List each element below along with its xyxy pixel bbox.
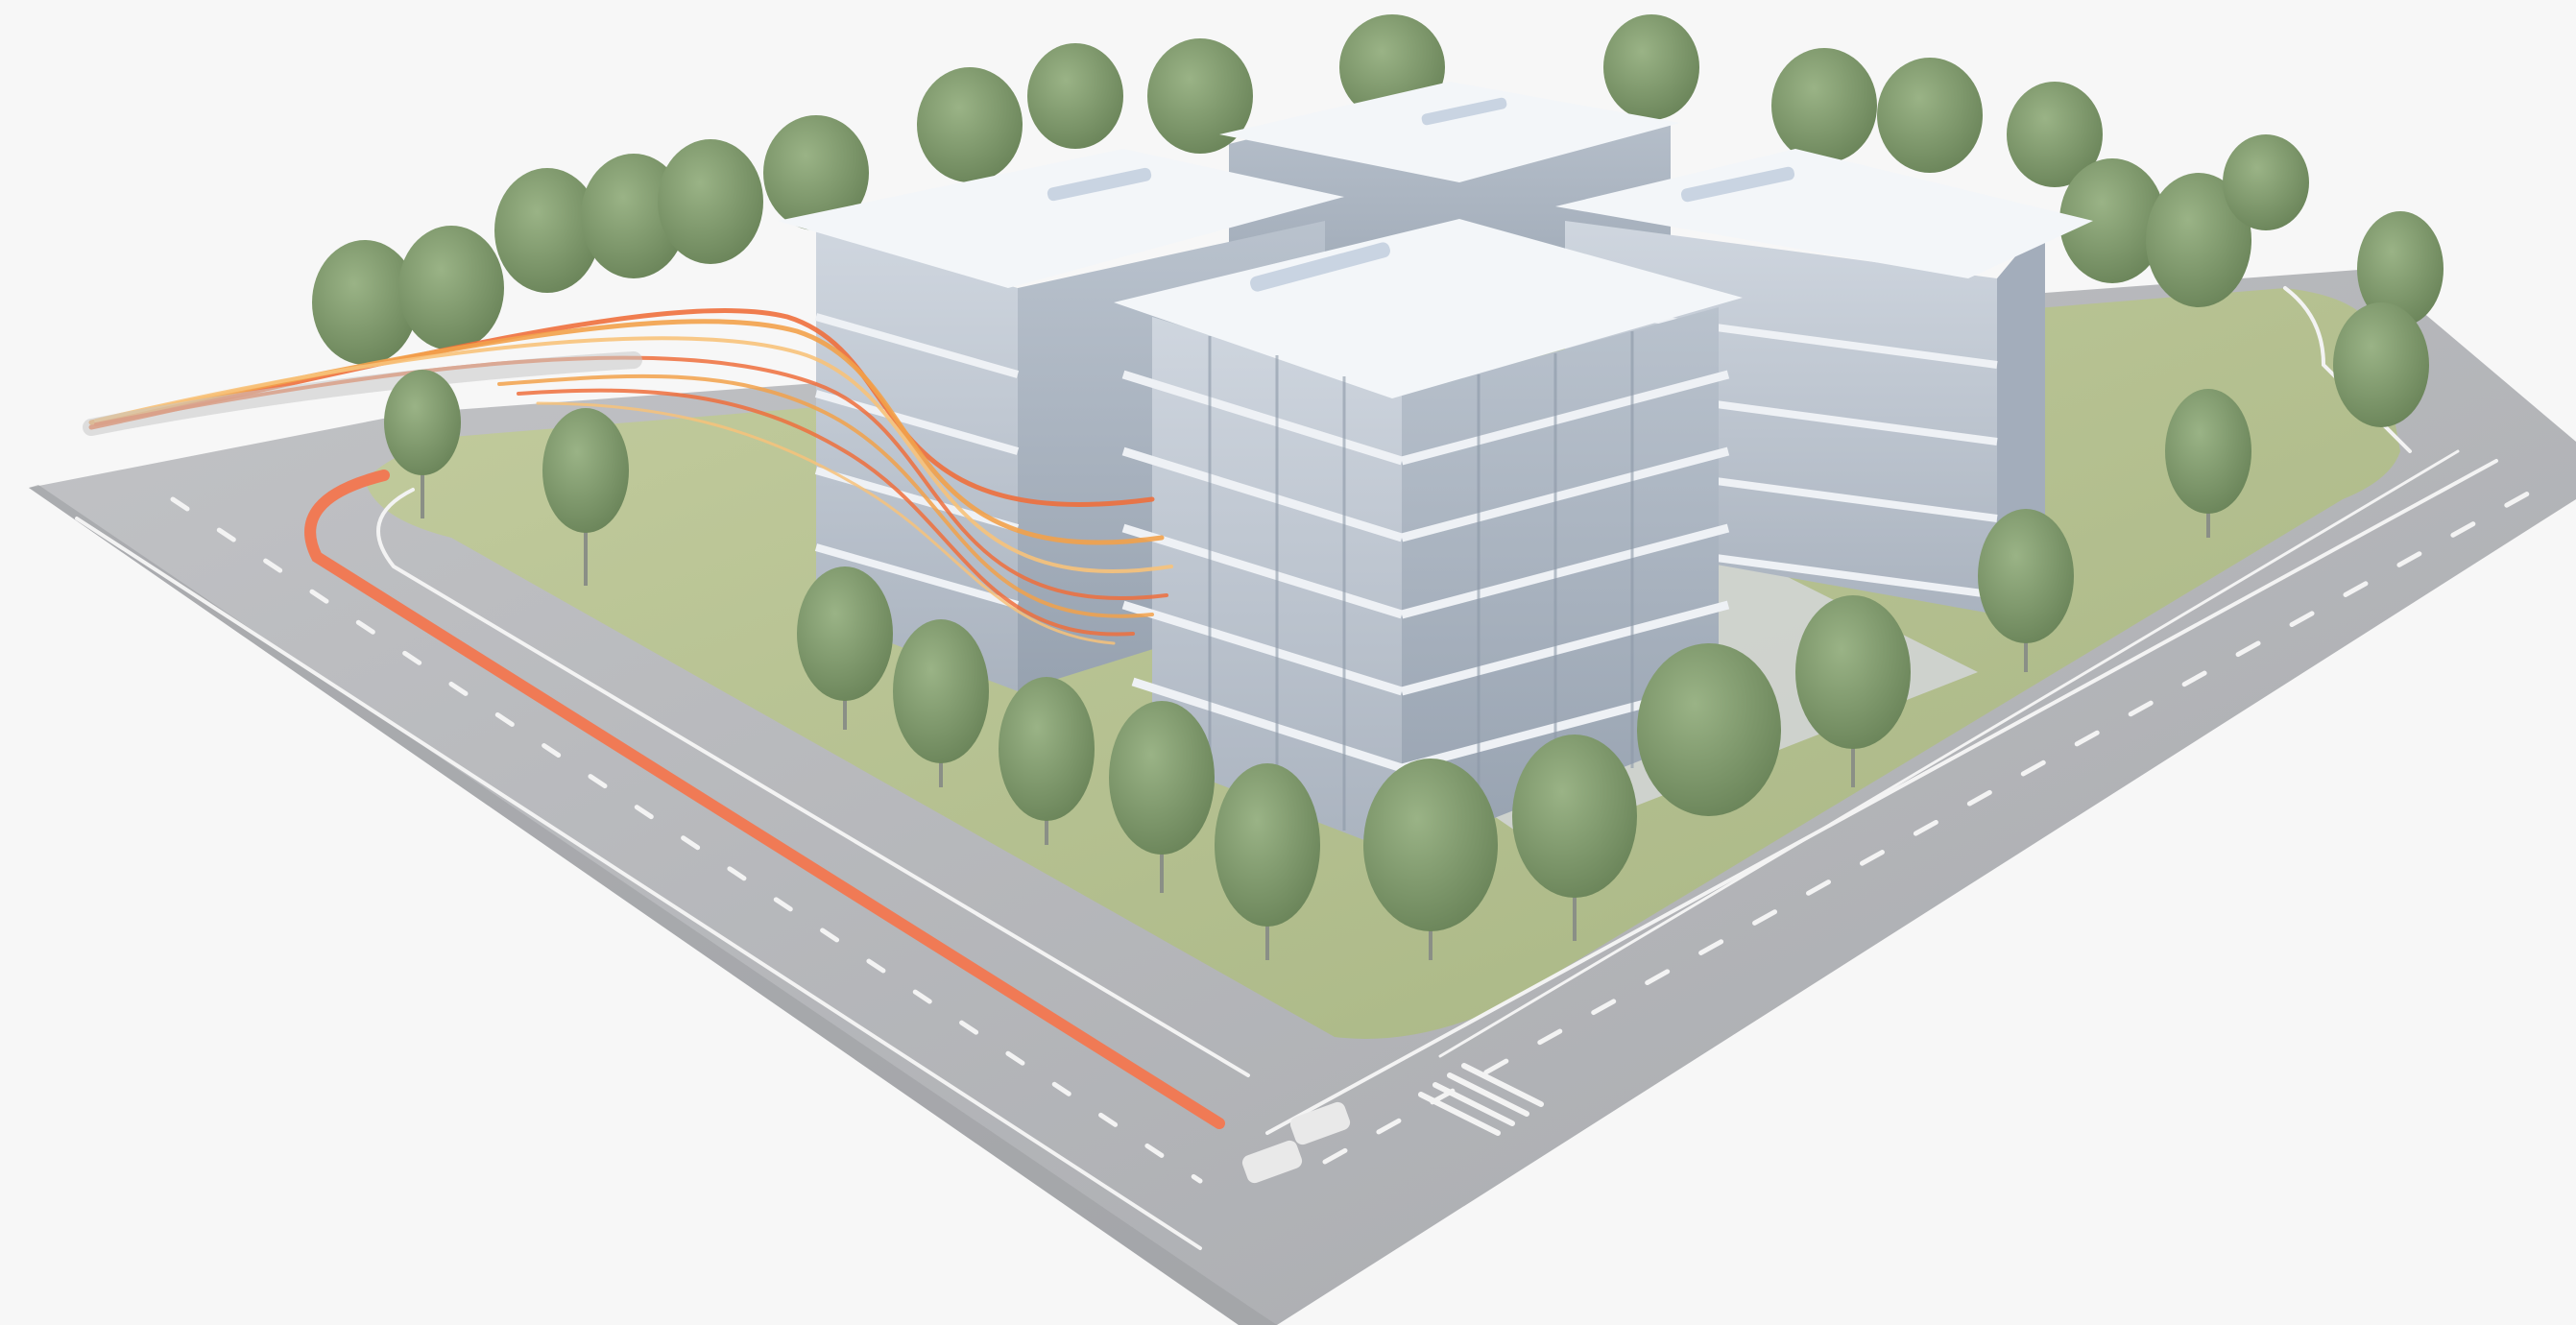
wind-flow-lines <box>83 308 1173 645</box>
road-markings <box>75 286 2538 1250</box>
tree-line-front <box>384 370 2251 960</box>
